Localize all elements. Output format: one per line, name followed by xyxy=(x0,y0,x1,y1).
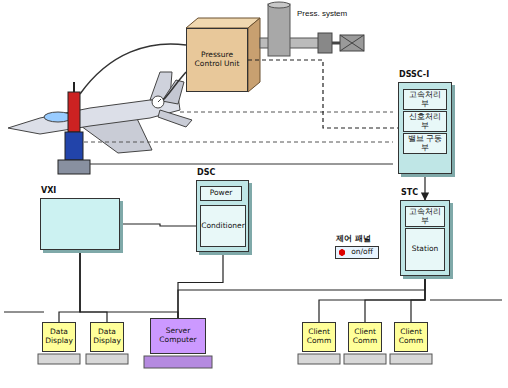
node-label: 고속처리부 xyxy=(406,91,444,108)
module-box: 신호처리부 xyxy=(403,111,447,132)
connector xyxy=(365,276,425,322)
connector xyxy=(80,250,107,322)
keyboard xyxy=(86,354,128,364)
actuator-base xyxy=(58,160,90,174)
connector xyxy=(248,60,398,128)
node-label: 신호처리부 xyxy=(406,113,444,130)
module-box: Power xyxy=(200,186,242,201)
gauge xyxy=(152,96,164,108)
node-label: Data Display xyxy=(93,328,121,345)
tank-top xyxy=(268,2,290,8)
connector xyxy=(411,276,425,322)
network-bus xyxy=(430,300,502,301)
fuselage xyxy=(8,96,180,134)
cabinet: PowerConditionerDSC xyxy=(196,180,249,252)
node-heading: DSSC-I xyxy=(399,70,429,79)
monitor: Client Comm xyxy=(302,322,336,352)
computer-bases xyxy=(38,354,432,368)
node-heading: 제어 패널 xyxy=(336,234,371,243)
monitor: Client Comm xyxy=(348,322,382,352)
connector xyxy=(424,174,425,200)
module-box: Conditioner xyxy=(200,205,246,247)
signal-line xyxy=(180,112,393,113)
connector xyxy=(178,247,223,318)
keyboard xyxy=(390,354,432,364)
module-box: Station xyxy=(405,228,445,271)
pump xyxy=(318,33,332,53)
keyboard xyxy=(298,354,340,364)
connector xyxy=(120,224,200,226)
node-label: Power xyxy=(210,189,233,198)
gauge-needle xyxy=(158,99,161,102)
node-heading: DSC xyxy=(197,168,215,177)
monitor: Data Display xyxy=(90,322,124,352)
unit-top xyxy=(186,18,260,28)
connector xyxy=(80,250,178,318)
tank xyxy=(268,4,290,56)
motor xyxy=(340,35,364,51)
node-label: Client Comm xyxy=(351,328,379,345)
node-label: on/off xyxy=(341,248,373,257)
node-label: 밸브 구동부 xyxy=(406,135,444,152)
node-heading: STC xyxy=(401,188,418,197)
node-label: 고속처리부 xyxy=(408,208,442,225)
server-monitor: Server Computer xyxy=(150,318,206,354)
module-box: 밸브 구동부 xyxy=(403,133,447,154)
actuator-cylinder xyxy=(68,92,80,132)
hose xyxy=(80,44,186,94)
cabinet: 고속처리부신호처리부밸브 구동부DSSC-I xyxy=(398,82,452,174)
signal-line xyxy=(90,164,393,165)
keyboard xyxy=(38,354,80,364)
node-label: Pressure Control Unit xyxy=(189,51,245,68)
motor-mark xyxy=(340,35,364,51)
signal-line xyxy=(84,142,393,143)
node-label: Conditioner xyxy=(201,222,245,231)
hose xyxy=(163,72,186,100)
control-panel: 제어 패널on/off xyxy=(335,246,379,259)
connector xyxy=(178,276,425,318)
network-bus xyxy=(4,312,44,313)
control-unit: Pressure Control Unit xyxy=(186,28,248,92)
connector xyxy=(59,250,80,322)
monitor: Client Comm xyxy=(394,322,428,352)
node-label: Client Comm xyxy=(397,328,425,345)
keyboard xyxy=(144,356,212,368)
vxi-chassis: VXI xyxy=(40,198,120,250)
module-box: 고속처리부 xyxy=(403,89,447,110)
node-label: Station xyxy=(412,245,439,254)
module-box: 고속처리부 xyxy=(405,206,445,227)
cabinet: 고속처리부StationSTC xyxy=(400,200,450,276)
actuator-rod xyxy=(73,82,75,92)
actuator xyxy=(58,82,90,174)
node-label: Client Comm xyxy=(305,328,333,345)
actuator-body xyxy=(65,132,83,160)
monitor: Data Display xyxy=(42,322,76,352)
tail-fin xyxy=(162,80,184,104)
node-label: Data Display xyxy=(45,328,73,345)
node-heading: VXI xyxy=(41,186,56,195)
stabilizer xyxy=(158,110,192,127)
node-label: Server Computer xyxy=(153,327,203,344)
aircraft xyxy=(8,72,192,153)
keyboard xyxy=(344,354,386,364)
unit-side xyxy=(248,18,260,92)
system-label: Press. system xyxy=(296,10,348,19)
connector xyxy=(319,276,425,322)
shaft xyxy=(332,42,340,45)
